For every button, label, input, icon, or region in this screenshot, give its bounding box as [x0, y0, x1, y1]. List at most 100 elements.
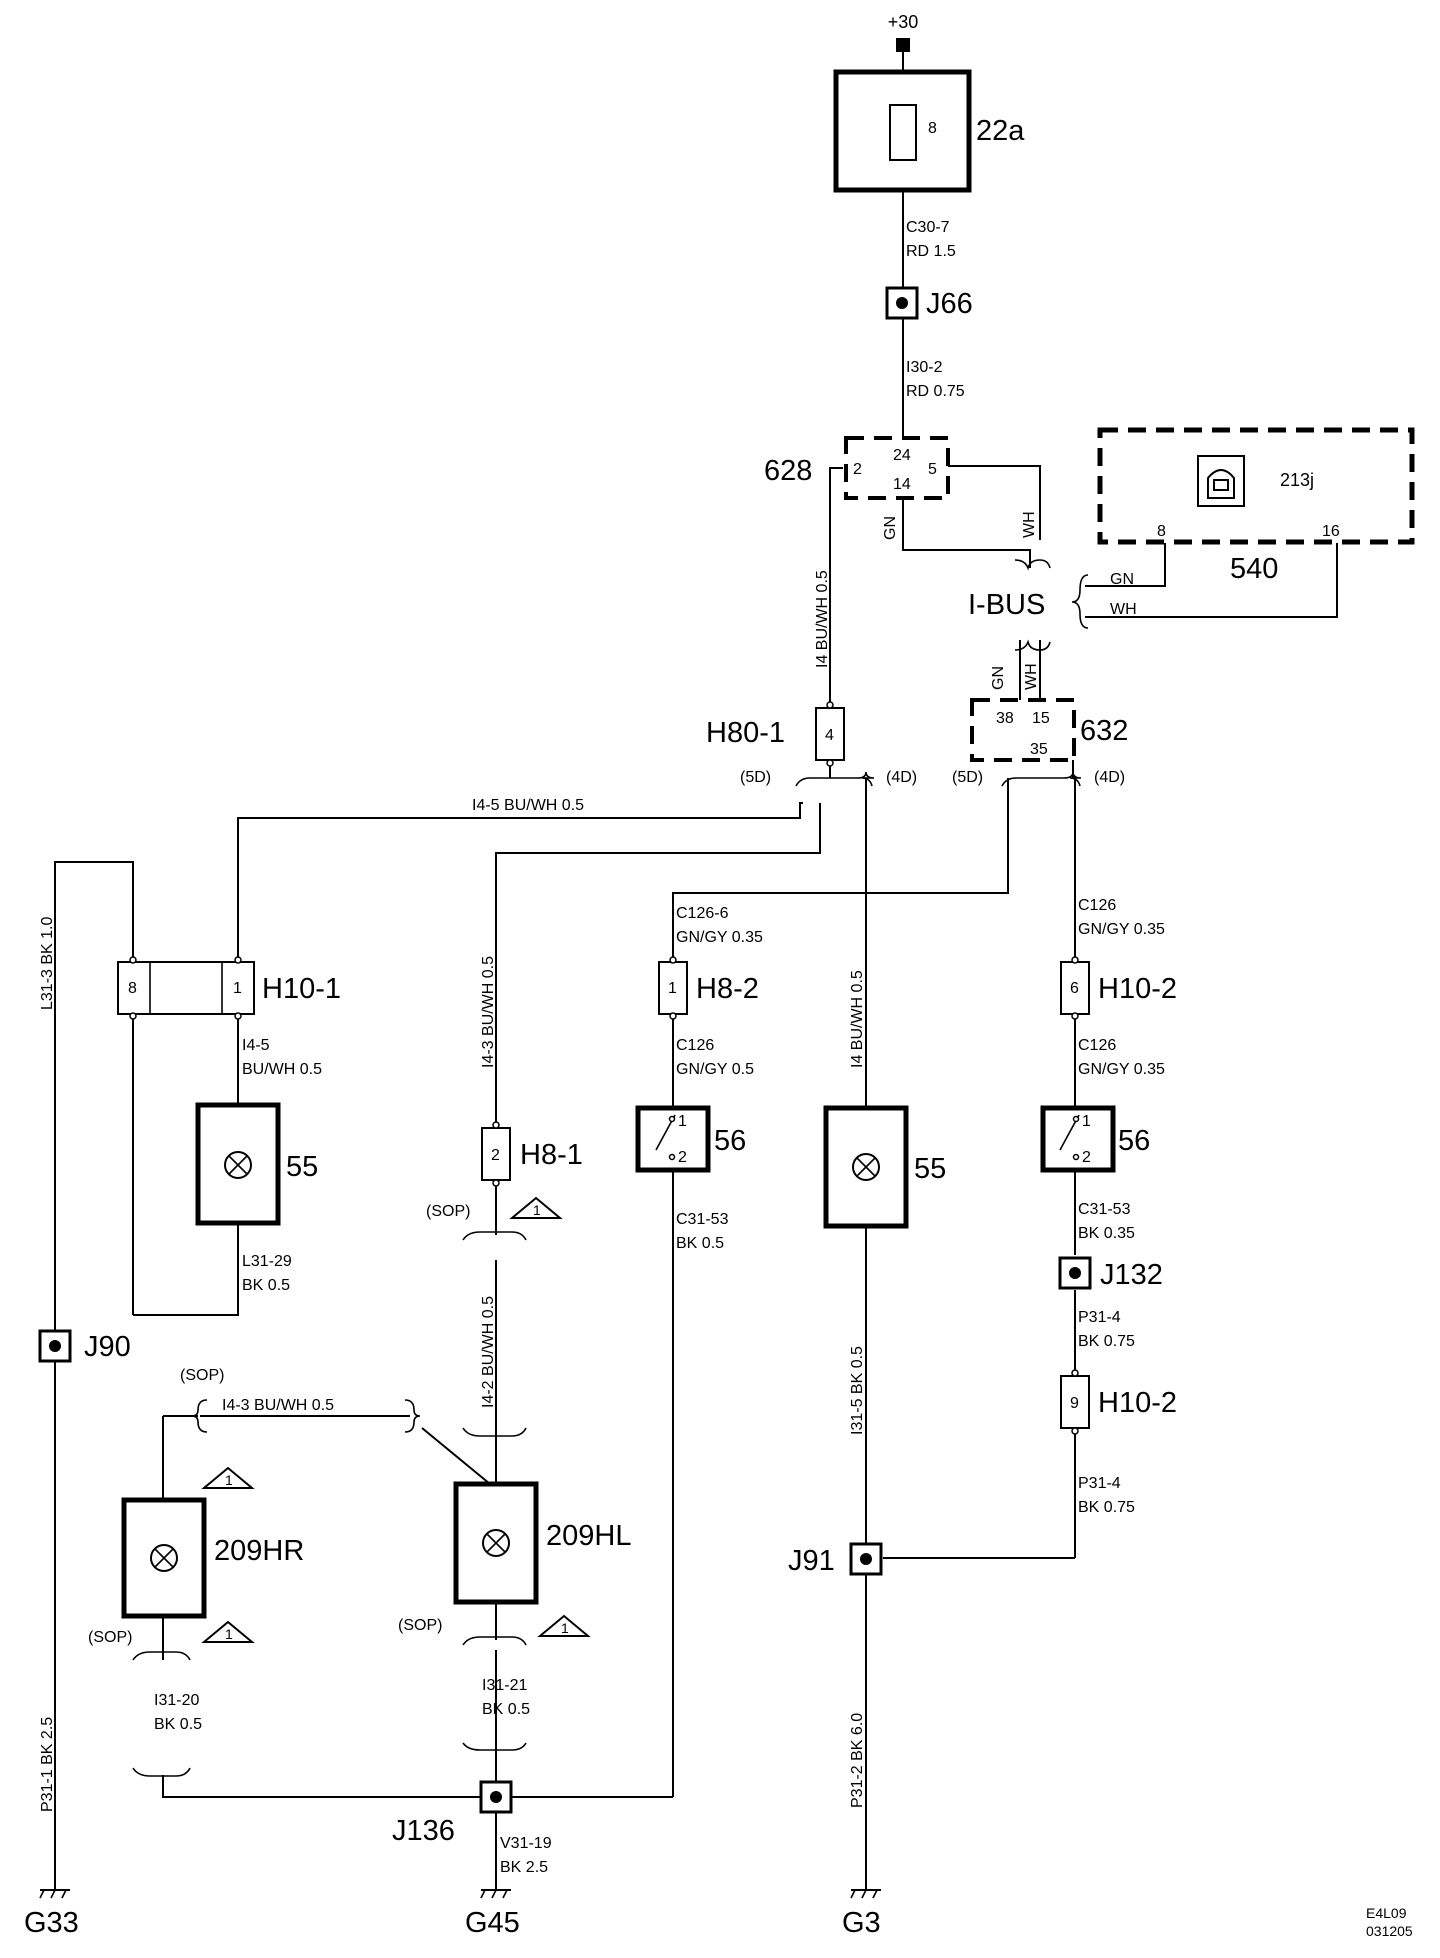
connector-h10-1-pin-8: 8 [128, 980, 137, 997]
lamp-55-left: 55 [195, 1102, 318, 1226]
wire-i4-3-vertical: I4-3 BU/WH 0.5 [480, 956, 497, 1068]
wire-gn-bus: GN [1110, 571, 1134, 588]
variant-5d-left: (5D) [740, 769, 771, 786]
lamp-209hr: 209HR [121, 1497, 304, 1619]
lamp-55-center: 55 [823, 1105, 946, 1229]
note-triangle-hl-lower: 1 [537, 1614, 591, 1637]
wire-632-wh: WH [1023, 663, 1040, 690]
sop-upper: (SOP) [180, 1367, 224, 1384]
connector-h80-1-id: H80-1 [706, 717, 785, 749]
wire-c126-r1-spec: GN/GY 0.35 [1078, 921, 1165, 938]
ground-g33: G33 [24, 1850, 79, 1939]
wire-i4-5-spec: BU/WH 0.5 [242, 1061, 322, 1078]
sop-hr-lower: (SOP) [88, 1629, 132, 1646]
connector-632-pin-15: 15 [1032, 710, 1050, 727]
switch-56-right-id: 56 [1118, 1125, 1150, 1157]
ground-g3: G3 [842, 1850, 881, 1939]
wire-i4-3-horizontal: I4-3 BU/WH 0.5 [222, 1397, 334, 1414]
connector-h10-1-id: H10-1 [262, 973, 341, 1005]
splice-j91-label: J91 [788, 1545, 835, 1577]
connector-h8-1-id: H8-1 [520, 1139, 583, 1171]
wire-i31-20-spec: BK 0.5 [154, 1716, 202, 1733]
lamp-55-center-id: 55 [914, 1153, 946, 1185]
wire-c31-53-right-spec: BK 0.35 [1078, 1225, 1135, 1242]
wire-c126-r2-label: C126 [1078, 1037, 1116, 1054]
connector-h10-2-pin-6: 6 [1070, 980, 1079, 997]
sop-h8-1: (SOP) [426, 1203, 470, 1220]
connector-h10-2-pin6: 6 H10-2 [1060, 956, 1177, 1020]
lamp-209hl-id: 209HL [546, 1520, 631, 1552]
fuse-22a: 8 22a [833, 69, 1025, 193]
note-triangle-hr-upper: 1 [201, 1466, 255, 1489]
supply-label: +30 [888, 12, 919, 32]
connector-h10-2-pin-9: 9 [1070, 1395, 1079, 1412]
note-triangle-h8-1: 1 [509, 1196, 563, 1219]
connector-632-pin-38: 38 [996, 710, 1014, 727]
wire-c30-7-spec: RD 1.5 [906, 243, 956, 260]
wire-wh-bus: WH [1110, 601, 1137, 618]
wire-v31-19-spec: BK 2.5 [500, 1859, 548, 1876]
wire-628-gn: GN [882, 516, 899, 540]
switch-56-left: 1 2 56 [635, 1105, 746, 1173]
wire-i30-2-spec: RD 0.75 [906, 383, 965, 400]
wire-p31-1: P31-1 BK 2.5 [39, 1717, 56, 1812]
wire-l31-29-label: L31-29 [242, 1253, 292, 1270]
splice-j66-label: J66 [926, 288, 973, 320]
wire-p31-4-lower-label: P31-4 [1078, 1475, 1121, 1492]
splice-j136: J136 [392, 1780, 513, 1847]
bus-label: I-BUS [968, 589, 1045, 621]
switch-56-right-pin-1: 1 [1082, 1113, 1091, 1130]
wire-c31-53-spec: BK 0.5 [676, 1235, 724, 1252]
connector-632-id: 632 [1080, 715, 1128, 747]
wire-i4-5-top: I4-5 BU/WH 0.5 [472, 797, 584, 814]
connector-h8-2-pin: 1 [668, 980, 677, 997]
footer-code: E4L09 [1366, 1905, 1407, 1921]
wire-i31-20-label: I31-20 [154, 1692, 199, 1709]
wire-l31-3: L31-3 BK 1.0 [39, 917, 56, 1011]
switch-56-right: 1 2 56 [1040, 1105, 1150, 1173]
fuse-pin: 8 [928, 120, 937, 137]
wire-i31-21-label: I31-21 [482, 1677, 527, 1694]
ground-g33-label: G33 [24, 1907, 79, 1939]
splice-j136-label: J136 [392, 1815, 455, 1847]
splice-j66: J66 [885, 286, 973, 320]
lamp-55-left-id: 55 [286, 1151, 318, 1183]
switch-56-left-pin-1: 1 [678, 1113, 687, 1130]
connector-h8-1: 2 H8-1 [481, 1121, 583, 1187]
wire-i4-center: I4 BU/WH 0.5 [849, 970, 866, 1068]
wire-i31-5: I31-5 BK 0.5 [849, 1346, 866, 1435]
connector-628-id: 628 [764, 455, 812, 487]
note-triangle-hr-lower-label: 1 [225, 1626, 233, 1642]
footer-date: 031205 [1366, 1923, 1413, 1939]
lamp-209hr-id: 209HR [214, 1535, 304, 1567]
wire-p31-4-upper-label: P31-4 [1078, 1309, 1121, 1326]
wire-i30-2-label: I30-2 [906, 359, 943, 376]
connector-628-pin-5: 5 [928, 461, 937, 478]
wire-628-wh: WH [1021, 511, 1038, 538]
note-triangle-hr-lower: 1 [201, 1620, 255, 1643]
module-213j-id: 213j [1280, 470, 1314, 490]
variant-4d-left: (4D) [886, 769, 917, 786]
wire-c126-6-label: C126-6 [676, 905, 729, 922]
connector-h10-1: 8 1 H10-1 [117, 956, 341, 1020]
connector-h80-1: 4 H80-1 [706, 701, 845, 767]
wire-c31-53-right-label: C31-53 [1078, 1201, 1131, 1218]
splice-j132: J132 [1058, 1256, 1163, 1291]
connector-628-pin-14: 14 [893, 476, 911, 493]
variant-5d-right: (5D) [952, 769, 983, 786]
splice-j132-label: J132 [1100, 1259, 1163, 1291]
wire-c126-left-spec: GN/GY 0.5 [676, 1061, 754, 1078]
wire-p31-2: P31-2 BK 6.0 [849, 1713, 866, 1808]
wire-i31-21-spec: BK 0.5 [482, 1701, 530, 1718]
note-triangle-hl-lower-label: 1 [561, 1620, 569, 1636]
wire-p31-4-lower-spec: BK 0.75 [1078, 1499, 1135, 1516]
wire-632-gn: GN [990, 666, 1007, 690]
connector-h80-1-pin: 4 [825, 727, 834, 744]
ground-g45-label: G45 [465, 1907, 520, 1939]
connector-632-pin-35: 35 [1030, 741, 1048, 758]
note-triangle-hr-upper-label: 1 [225, 1472, 233, 1488]
sop-hl-lower: (SOP) [398, 1617, 442, 1634]
connector-h8-2: 1 H8-2 [658, 956, 759, 1020]
module-213j: 213j 8 16 540 [1097, 427, 1415, 585]
